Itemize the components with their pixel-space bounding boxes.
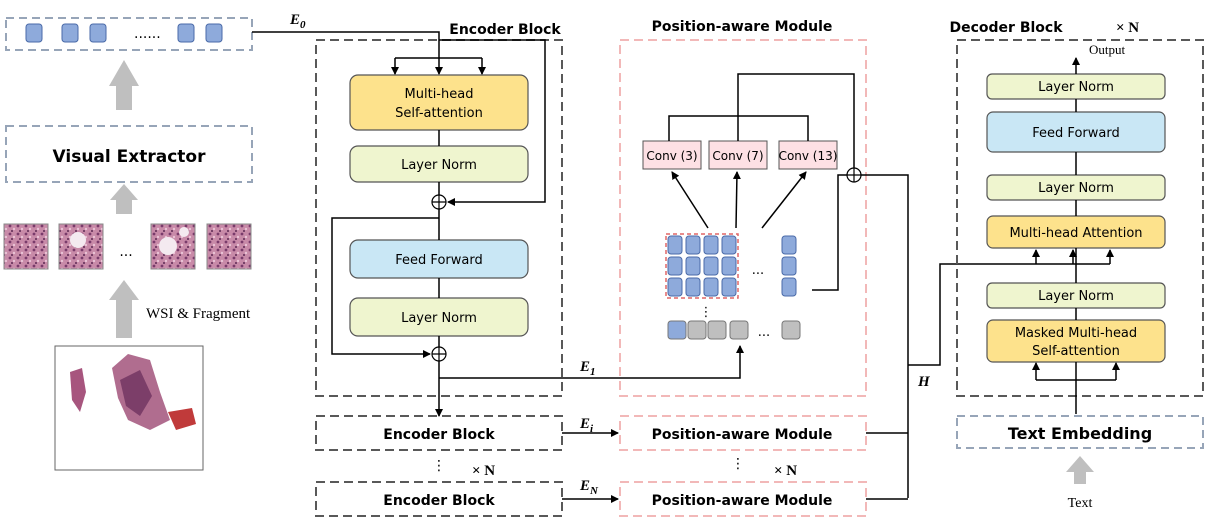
pam-repeat-label: × N xyxy=(774,463,797,479)
decoder-mha: Multi-head Attention xyxy=(1009,226,1142,241)
up-arrow-icon xyxy=(109,280,139,338)
pam-vdots: ⋮ xyxy=(700,305,713,320)
encoder-feed-forward: Feed Forward xyxy=(395,253,482,268)
encoder-repeat-label: × N xyxy=(472,463,495,479)
decoder-feed-forward: Feed Forward xyxy=(1032,126,1119,141)
conv13-label: Conv (13) xyxy=(779,149,838,163)
decoder-layer-norm-mid: Layer Norm xyxy=(1038,181,1114,196)
encoder-stack: Encoder Block ⋮ × N Encoder Block xyxy=(315,415,563,517)
wsi-fragment-label: WSI & Fragment xyxy=(146,306,251,322)
conv7-label: Conv (7) xyxy=(712,149,763,163)
e0-label: E0 xyxy=(289,12,306,31)
tissue-patches: ... xyxy=(3,223,252,270)
encoder-title: Encoder Block xyxy=(449,22,561,38)
text-embedding-label: Text Embedding xyxy=(1008,424,1152,443)
wsi-image xyxy=(54,345,204,471)
decoder-title: Decoder Block xyxy=(949,20,1063,36)
token-sequence: ...... xyxy=(5,17,253,51)
ei-label: Ei xyxy=(579,416,594,435)
pam-i: Position-aware Module xyxy=(652,427,833,443)
encoder-layer-norm-2: Layer Norm xyxy=(401,311,477,326)
visual-extractor-label: Visual Extractor xyxy=(53,147,207,167)
decoder-block: Decoder Block × N Output Layer Norm Feed… xyxy=(949,20,1204,397)
encoder-block: Encoder Block Multi-head Self-attention … xyxy=(315,22,563,397)
decoder-connections xyxy=(1032,57,1120,414)
h-label: H xyxy=(917,374,931,390)
decoder-repeat-label: × N xyxy=(1116,20,1139,36)
up-arrow-icon xyxy=(109,60,139,110)
position-aware-module: Position-aware Module Conv (3) Conv (7) … xyxy=(619,19,867,397)
text-embedding: Text Embedding xyxy=(956,415,1204,449)
grid-dots: ... xyxy=(752,263,764,278)
output-label: Output xyxy=(1089,42,1126,57)
up-arrow-icon xyxy=(1066,456,1094,484)
pam-stack-vdots: ⋮ xyxy=(731,456,745,472)
up-arrow-icon xyxy=(110,184,138,214)
e1-label: E1 xyxy=(579,359,596,378)
pam-stack: Position-aware Module ⋮ × N Position-awa… xyxy=(619,415,867,517)
masked-line2: Self-attention xyxy=(1032,344,1120,359)
encoder-vdots: ⋮ xyxy=(432,458,446,474)
pam-title: Position-aware Module xyxy=(652,19,833,35)
encoder-mha-line1: Multi-head xyxy=(405,87,474,102)
text-label: Text xyxy=(1068,496,1093,511)
encoder-block-n: Encoder Block xyxy=(383,493,495,509)
pam-n: Position-aware Module xyxy=(652,493,833,509)
pam-connections xyxy=(668,73,909,498)
decoder-layer-norm-top: Layer Norm xyxy=(1038,80,1114,95)
masked-line1: Masked Multi-head xyxy=(1015,326,1137,341)
encoder-block-i: Encoder Block xyxy=(383,427,495,443)
token-ellipsis: ...... xyxy=(134,26,161,42)
encoder-connections xyxy=(252,31,744,417)
en-label: EN xyxy=(579,478,599,497)
patch-ellipsis: ... xyxy=(119,244,132,260)
encoder-layer-norm-1: Layer Norm xyxy=(401,158,477,173)
stack-connections xyxy=(562,249,1114,503)
decoder-layer-norm-low: Layer Norm xyxy=(1038,289,1114,304)
conv3-label: Conv (3) xyxy=(646,149,697,163)
row-dots: ... xyxy=(758,325,770,340)
visual-extractor: Visual Extractor xyxy=(5,125,253,183)
encoder-mha-line2: Self-attention xyxy=(395,106,483,121)
